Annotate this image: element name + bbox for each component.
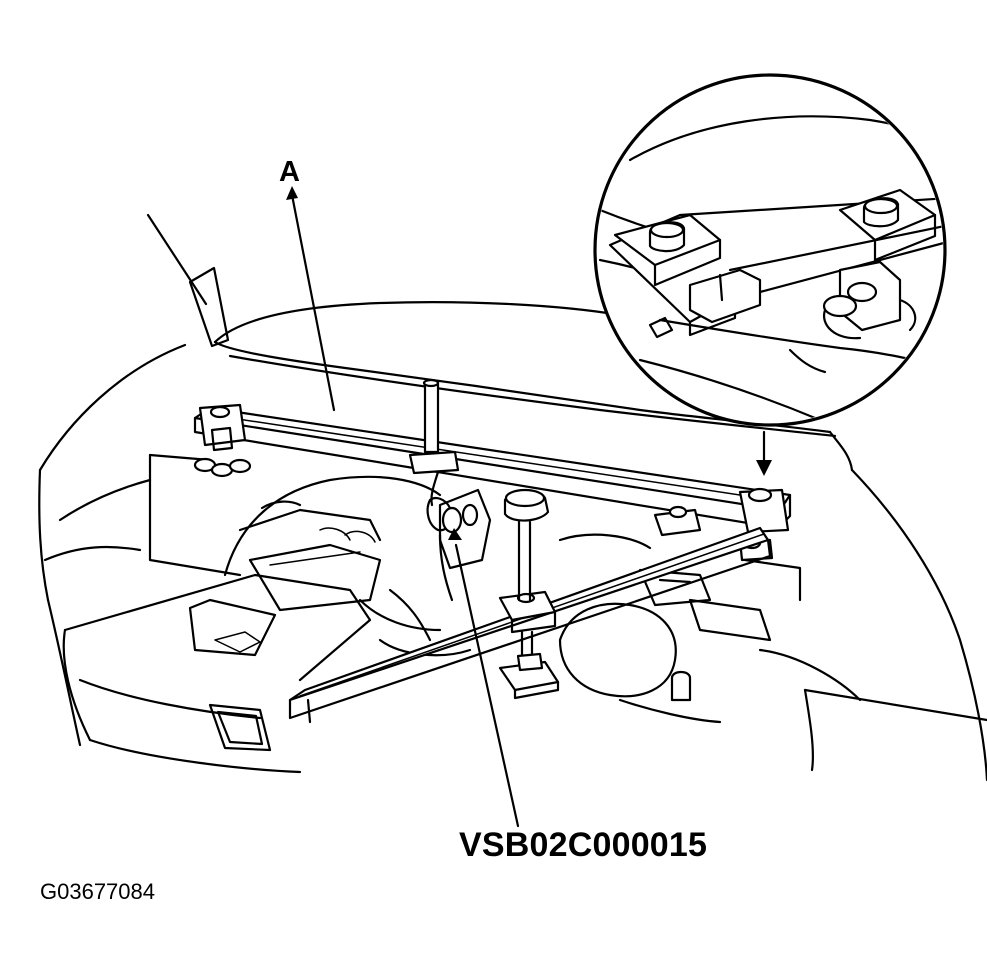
- support-beam-front: [288, 488, 772, 724]
- figure-id-label: G03677084: [40, 879, 155, 904]
- detail-arrow: [756, 430, 772, 476]
- engine-bay: [43, 453, 802, 774]
- tool-number-label: VSB02C000015: [459, 826, 708, 864]
- detail-inset: [593, 73, 947, 427]
- leader-line-tool: [448, 528, 520, 828]
- callout-label-a: A: [279, 156, 300, 188]
- leader-line-a: [286, 186, 336, 412]
- hood-outline: [38, 213, 987, 782]
